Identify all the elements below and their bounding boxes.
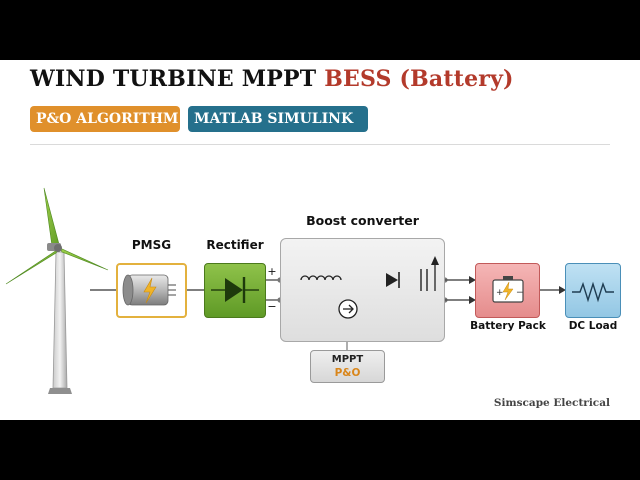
pmsg-block — [116, 263, 187, 318]
diagram-graphics — [5, 187, 566, 394]
boost-diode-icon — [386, 272, 400, 288]
boost-converter-label: Boost converter — [306, 213, 419, 228]
inductor-icon — [300, 275, 342, 281]
tag-matlab-simulink: MATLAB SIMULINK — [188, 106, 368, 132]
mppt-algorithm-label: P&O — [334, 367, 361, 379]
mppt-label: MPPT — [331, 354, 364, 365]
diagram-canvas: WIND TURBINE MPPT BESS (Battery) P&O ALG… — [0, 60, 640, 420]
dc-load-block — [565, 263, 621, 318]
battery-icon: + − — [492, 276, 524, 303]
rectifier-label: Rectifier — [206, 238, 264, 252]
svg-text:−: − — [516, 288, 524, 298]
wire-battery-load — [540, 286, 566, 294]
letterbox-bottom — [0, 420, 640, 480]
boost-converter-block — [280, 238, 445, 342]
generator-icon — [122, 274, 176, 306]
resistor-icon — [572, 281, 614, 303]
wind-turbine-icon — [5, 187, 109, 394]
terminal-minus: − — [267, 300, 277, 313]
tag-po-algorithm: P&O ALGORITHM — [30, 106, 180, 132]
battery-pack-block: + − — [475, 263, 540, 318]
diode-icon — [211, 277, 259, 303]
page-title: WIND TURBINE MPPT BESS (Battery) — [30, 66, 514, 92]
battery-pack-label: Battery Pack — [470, 320, 546, 332]
terminal-plus: + — [267, 265, 277, 278]
dc-load-label: DC Load — [568, 320, 618, 332]
header-divider — [30, 144, 610, 145]
pmsg-label: PMSG — [131, 238, 172, 252]
title-accent: BESS (Battery) — [324, 66, 514, 92]
svg-text:+: + — [496, 288, 504, 298]
wire-boost-battery-neg — [442, 296, 476, 304]
rectifier-block — [204, 263, 266, 318]
wire-boost-battery-pos — [442, 276, 476, 284]
mppt-block: MPPT P&O — [310, 350, 385, 383]
footer-credit: Simscape Electrical — [493, 397, 610, 409]
letterbox-top — [0, 0, 640, 60]
boost-circuit-icon — [300, 256, 439, 319]
capacitor-icon — [420, 256, 439, 291]
title-main: WIND TURBINE MPPT — [30, 66, 317, 92]
current-source-icon — [338, 299, 358, 319]
